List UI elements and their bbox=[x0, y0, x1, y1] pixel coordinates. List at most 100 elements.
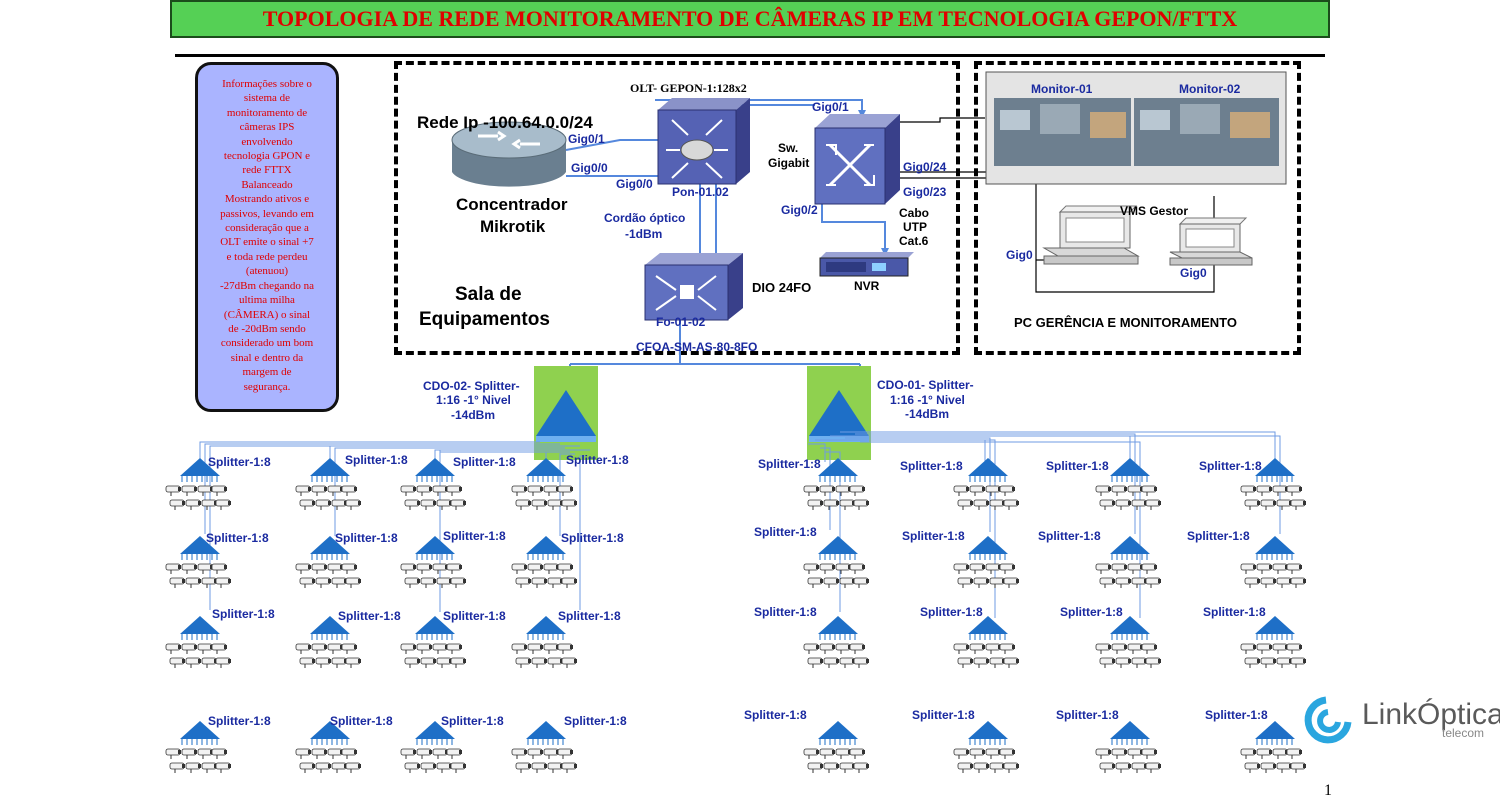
ip-camera-icon bbox=[823, 657, 839, 668]
cdo-02-label-line1: CDO-02- Splitter- bbox=[423, 379, 520, 393]
ip-camera-icon bbox=[557, 748, 573, 759]
splitter-label: Splitter-1:8 bbox=[1203, 605, 1266, 619]
ip-camera-icon bbox=[185, 577, 201, 588]
ip-camera-icon bbox=[197, 748, 213, 759]
ip-camera-icon bbox=[1141, 748, 1157, 759]
ip-camera-icon bbox=[973, 499, 989, 510]
info-line: -27dBm chegando na bbox=[219, 279, 315, 292]
ip-camera-icon bbox=[400, 563, 416, 574]
splitter-label: Splitter-1:8 bbox=[330, 714, 393, 728]
splitter-1-8: Splitter-1:8 bbox=[902, 529, 1019, 588]
ip-camera-icon bbox=[1095, 643, 1111, 654]
ip-camera-icon bbox=[1003, 577, 1019, 588]
pc1-port-label: Gig0 bbox=[1006, 248, 1033, 262]
ip-camera-icon bbox=[531, 577, 547, 588]
info-line: ultima milha bbox=[239, 294, 295, 307]
splitter-1-8: Splitter-1:8 bbox=[165, 455, 271, 510]
ip-camera-icon bbox=[989, 577, 1005, 588]
splitter-1-8: Splitter-1:8 bbox=[912, 708, 1019, 773]
splitter-label: Splitter-1:8 bbox=[912, 708, 975, 722]
ip-camera-icon bbox=[527, 563, 543, 574]
ip-camera-icon bbox=[181, 563, 197, 574]
splitter-label: Splitter-1:8 bbox=[1056, 708, 1119, 722]
ip-camera-icon bbox=[165, 643, 181, 654]
ip-camera-icon bbox=[531, 499, 547, 510]
ip-camera-icon bbox=[953, 748, 969, 759]
logo-icon bbox=[1304, 696, 1352, 744]
port-switch-gig023: Gig0/23 bbox=[903, 185, 947, 199]
ip-camera-icon bbox=[436, 577, 452, 588]
ip-camera-icon bbox=[515, 657, 531, 668]
ip-camera-icon bbox=[969, 748, 985, 759]
ip-camera-icon bbox=[450, 657, 466, 668]
ip-camera-icon bbox=[511, 643, 527, 654]
ip-camera-icon bbox=[1145, 657, 1161, 668]
ip-camera-icon bbox=[345, 577, 361, 588]
router-name-line2: Mikrotik bbox=[480, 217, 546, 236]
ip-camera-icon bbox=[823, 577, 839, 588]
splitter-1-8: Splitter-1:8 bbox=[165, 607, 275, 668]
ip-camera-icon bbox=[547, 657, 563, 668]
ip-camera-icon bbox=[803, 563, 819, 574]
ip-camera-icon bbox=[432, 563, 448, 574]
fo-label: Fo-01-02 bbox=[656, 315, 706, 329]
ip-camera-icon bbox=[446, 748, 462, 759]
ip-camera-icon bbox=[823, 499, 839, 510]
cable-label-line1: Cabo bbox=[899, 206, 929, 220]
ip-camera-icon bbox=[1145, 762, 1161, 773]
ip-camera-icon bbox=[807, 762, 823, 773]
ip-camera-icon bbox=[853, 657, 869, 668]
ip-camera-icon bbox=[557, 485, 573, 496]
ip-camera-icon bbox=[1240, 563, 1256, 574]
dio-label: DIO 24FO bbox=[752, 280, 811, 295]
title-divider bbox=[175, 54, 1325, 57]
ip-camera-icon bbox=[511, 485, 527, 496]
switch-label-line1: Sw. bbox=[778, 141, 798, 155]
ip-camera-icon bbox=[169, 499, 185, 510]
splitter-label: Splitter-1:8 bbox=[920, 605, 983, 619]
ip-camera-icon bbox=[1286, 563, 1302, 574]
splitter-1-8: Splitter-1:8 bbox=[1203, 605, 1306, 668]
ip-camera-icon bbox=[531, 657, 547, 668]
ip-camera-icon bbox=[1256, 748, 1272, 759]
splitter-label: Splitter-1:8 bbox=[208, 455, 271, 469]
ip-camera-icon bbox=[1240, 748, 1256, 759]
ip-camera-icon bbox=[557, 643, 573, 654]
pc-icon-1 bbox=[1042, 205, 1140, 265]
ip-camera-icon bbox=[311, 485, 327, 496]
info-line: passivos, levando em bbox=[220, 207, 314, 220]
info-line: (atenuou) bbox=[245, 265, 289, 278]
ip-camera-icon bbox=[527, 748, 543, 759]
ip-camera-icon bbox=[341, 485, 357, 496]
splitter-1-8: Splitter-1:8 bbox=[295, 531, 398, 588]
cdo-02-splitter bbox=[534, 366, 598, 460]
splitter-label: Splitter-1:8 bbox=[566, 453, 629, 467]
ip-camera-icon bbox=[215, 499, 231, 510]
ip-camera-icon bbox=[446, 485, 462, 496]
room-label-line1: Sala de bbox=[455, 284, 522, 305]
ip-camera-icon bbox=[1099, 657, 1115, 668]
info-line: sistema de bbox=[243, 92, 291, 105]
ip-camera-icon bbox=[819, 643, 835, 654]
cdo-01-splitter bbox=[807, 366, 871, 460]
splitter-1-8: Splitter-1:8 bbox=[295, 453, 408, 510]
ip-camera-icon bbox=[819, 748, 835, 759]
info-line: de -20dBm sendo bbox=[228, 322, 306, 335]
ip-camera-icon bbox=[1003, 657, 1019, 668]
info-line: (CÂMERA) o sinal bbox=[223, 308, 311, 321]
nvr-icon bbox=[819, 252, 914, 277]
ip-camera-icon bbox=[1256, 643, 1272, 654]
ip-camera-icon bbox=[341, 748, 357, 759]
ip-camera-icon bbox=[169, 577, 185, 588]
splitter-1-8: Splitter-1:8 bbox=[920, 605, 1019, 668]
ip-camera-icon bbox=[311, 748, 327, 759]
info-line: câmeras IPS bbox=[239, 121, 295, 134]
nvr-label: NVR bbox=[854, 279, 880, 293]
splitter-1-8: Splitter-1:8 bbox=[400, 455, 516, 510]
ip-camera-icon bbox=[527, 643, 543, 654]
info-line: Balanceado bbox=[241, 178, 293, 191]
ip-camera-icon bbox=[973, 762, 989, 773]
splitter-label: Splitter-1:8 bbox=[754, 605, 817, 619]
splitter-label: Splitter-1:8 bbox=[1046, 459, 1109, 473]
